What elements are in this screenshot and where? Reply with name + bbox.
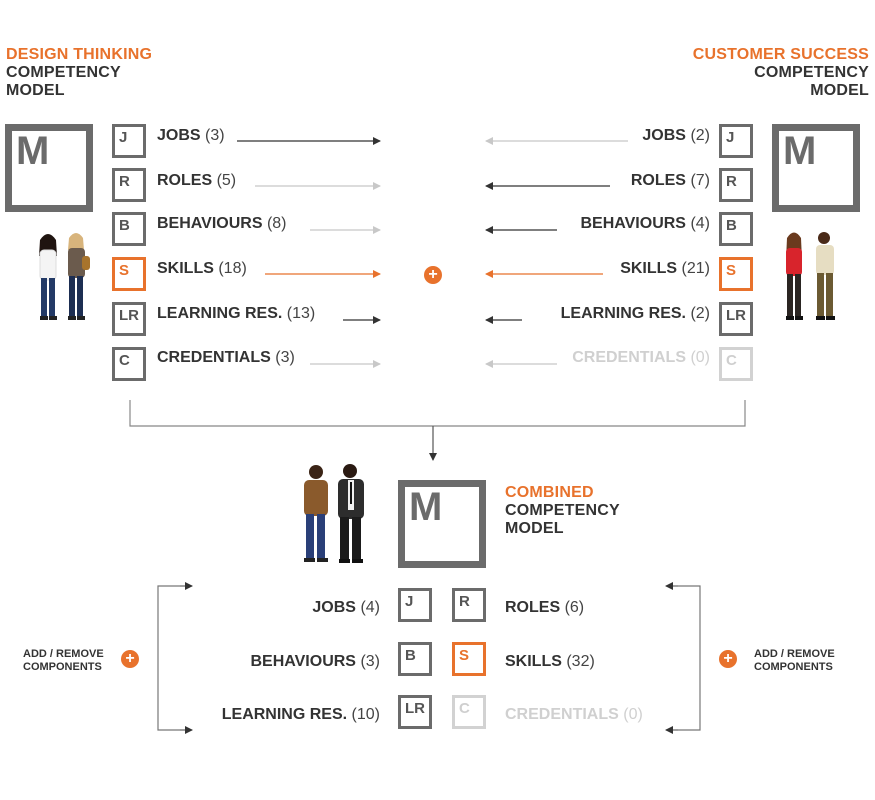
right-behaviours-square: B bbox=[719, 212, 753, 246]
left-credentials-label: CREDENTIALS (3) bbox=[157, 349, 295, 366]
left-model-letter: M bbox=[16, 129, 50, 173]
combined-learning-res-square: LR bbox=[398, 695, 432, 729]
combined-skills-square: S bbox=[452, 642, 486, 676]
people-illustration-right bbox=[786, 232, 835, 320]
merge-plus-icon: + bbox=[424, 266, 442, 284]
left-title-line3: MODEL bbox=[6, 82, 65, 99]
left-learning-res-label: LEARNING RES. (13) bbox=[157, 305, 316, 322]
combined-behaviours-square: B bbox=[398, 642, 432, 676]
combined-model-title: COMBINED COMPETENCY MODEL bbox=[505, 484, 620, 538]
right-model-title: CUSTOMER SUCCESS COMPETENCY MODEL bbox=[693, 46, 869, 100]
left-roles-label: ROLES (5) bbox=[157, 172, 237, 189]
combined-roles-label: ROLES (6) bbox=[505, 599, 585, 616]
left-add-remove-label: ADD / REMOVE COMPONENTS bbox=[23, 648, 104, 673]
merge-bracket bbox=[129, 400, 746, 427]
combined-title-line2: COMPETENCY bbox=[505, 502, 620, 519]
right-model-letter: M bbox=[783, 129, 817, 173]
combined-model-box: M bbox=[398, 480, 486, 568]
left-behaviours-square: B bbox=[112, 212, 146, 246]
left-credentials-square: C bbox=[112, 347, 146, 381]
left-title-line2: COMPETENCY bbox=[6, 64, 121, 81]
left-skills-label: SKILLS (18) bbox=[157, 260, 247, 277]
left-title-accent: DESIGN THINKING bbox=[6, 46, 153, 63]
right-credentials-square: C bbox=[719, 347, 753, 381]
combined-jobs-square: J bbox=[398, 588, 432, 622]
combined-credentials-square: C bbox=[452, 695, 486, 729]
combined-credentials-label: CREDENTIALS (0) bbox=[505, 706, 643, 723]
left-jobs-label: JOBS (3) bbox=[157, 127, 225, 144]
right-add-remove-plus-icon[interactable]: + bbox=[719, 650, 737, 668]
left-learning-res-square: LR bbox=[112, 302, 146, 336]
combined-learning-res-label: LEARNING RES. (10) bbox=[221, 706, 380, 723]
right-title-line3: MODEL bbox=[810, 82, 869, 99]
combined-model-letter: M bbox=[409, 485, 443, 529]
right-learning-res-square: LR bbox=[719, 302, 753, 336]
combined-jobs-label: JOBS (4) bbox=[312, 599, 380, 616]
combined-skills-label: SKILLS (32) bbox=[505, 653, 595, 670]
left-add-bracket bbox=[157, 585, 190, 731]
left-skills-square: S bbox=[112, 257, 146, 291]
right-learning-res-label: LEARNING RES. (2) bbox=[560, 305, 710, 322]
left-model-box: M bbox=[5, 124, 93, 212]
right-jobs-label: JOBS (2) bbox=[642, 127, 710, 144]
right-roles-label: ROLES (7) bbox=[630, 172, 710, 189]
right-credentials-label: CREDENTIALS (0) bbox=[572, 349, 710, 366]
left-roles-square: R bbox=[112, 168, 146, 202]
right-model-box: M bbox=[772, 124, 860, 212]
right-add-bracket bbox=[668, 585, 701, 731]
combined-roles-square: R bbox=[452, 588, 486, 622]
right-add-remove-label: ADD / REMOVE COMPONENTS bbox=[754, 648, 835, 673]
left-add-remove-plus-icon[interactable]: + bbox=[121, 650, 139, 668]
right-title-accent: CUSTOMER SUCCESS bbox=[692, 46, 869, 63]
people-illustration-left bbox=[39, 233, 90, 320]
right-title-line2: COMPETENCY bbox=[754, 64, 869, 81]
combined-title-accent: COMBINED bbox=[505, 484, 594, 501]
right-roles-square: R bbox=[719, 168, 753, 202]
right-skills-label: SKILLS (21) bbox=[620, 260, 710, 277]
right-jobs-square: J bbox=[719, 124, 753, 158]
right-behaviours-label: BEHAVIOURS (4) bbox=[580, 215, 710, 232]
combined-title-line3: MODEL bbox=[505, 520, 564, 537]
left-model-title: DESIGN THINKING COMPETENCY MODEL bbox=[6, 46, 152, 100]
combined-behaviours-label: BEHAVIOURS (3) bbox=[250, 653, 380, 670]
left-behaviours-label: BEHAVIOURS (8) bbox=[157, 215, 287, 232]
people-illustration-combined bbox=[304, 464, 364, 563]
left-jobs-square: J bbox=[112, 124, 146, 158]
right-skills-square: S bbox=[719, 257, 753, 291]
